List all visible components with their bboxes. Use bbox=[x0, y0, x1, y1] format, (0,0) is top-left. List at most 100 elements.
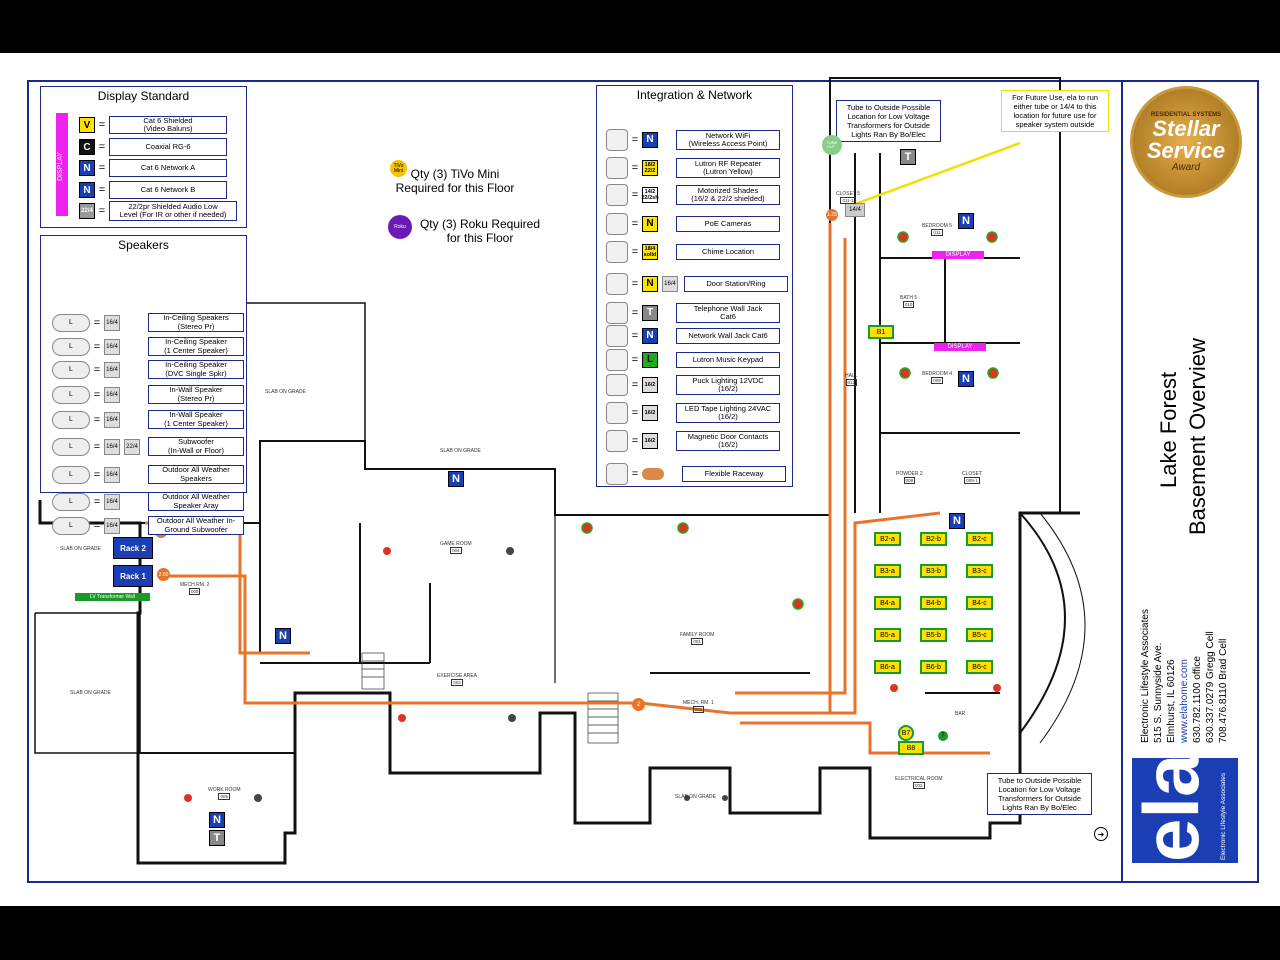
wall-slab-north bbox=[245, 302, 366, 441]
keypad-7: 7 bbox=[938, 731, 948, 741]
room-number: 005 bbox=[218, 793, 230, 800]
integration-icon bbox=[606, 402, 628, 424]
speaker-icon: L bbox=[52, 410, 90, 429]
lighting-zone: B5-c bbox=[966, 628, 993, 642]
tube-note-bottom: Tube to Outside Possible Location for Lo… bbox=[987, 773, 1092, 815]
cable-tag: 16/4 bbox=[104, 466, 120, 483]
equals-sign: = bbox=[631, 162, 639, 174]
project-name: Lake Forest bbox=[1156, 371, 1181, 488]
equals-sign: = bbox=[93, 440, 101, 453]
equals-sign: = bbox=[93, 363, 101, 376]
room-name: POWDER 2 bbox=[896, 471, 923, 477]
cable-symbol: N bbox=[642, 216, 658, 232]
sheet-title: Basement Overview bbox=[1185, 338, 1210, 535]
drawing-sheet: Display Standard DISPLAY Speakers Integr… bbox=[0, 53, 1280, 906]
rack-1: Rack 1 bbox=[113, 565, 153, 587]
equals-sign: = bbox=[631, 218, 639, 230]
display-side-label: DISPLAY bbox=[57, 151, 64, 181]
room-label: SLAB ON GRADE bbox=[440, 448, 481, 454]
display-symbol: N bbox=[79, 182, 95, 198]
telephone-jack-work: T bbox=[209, 830, 225, 846]
ceiling-speakers bbox=[184, 547, 1001, 802]
lighting-zone: B4-a bbox=[874, 596, 901, 610]
equals-sign: = bbox=[631, 354, 639, 366]
room-number: 003 bbox=[451, 679, 463, 686]
cable-symbol: 16/2 bbox=[642, 405, 658, 421]
integration-label: Network Wall Jack Cat6 bbox=[676, 328, 780, 344]
integration-icon bbox=[606, 463, 628, 485]
integration-label: Lutron Music Keypad bbox=[676, 352, 780, 368]
lighting-zone: B5-a bbox=[874, 628, 901, 642]
room-label: BAR bbox=[955, 711, 965, 717]
room-name: ELECTRICAL ROOM bbox=[895, 776, 943, 782]
display-standard-row: N=Cat 6 Network A bbox=[79, 159, 227, 177]
network-jack-bed4: N bbox=[958, 371, 974, 387]
lighting-zone: B2-c bbox=[966, 532, 993, 546]
speaker-label: Subwoofer (In-Wall or Floor) bbox=[148, 437, 244, 456]
room-name: HALL bbox=[845, 373, 858, 379]
speaker-label: In-Ceiling Speakers (Stereo Pr) bbox=[148, 313, 244, 332]
award-stellar: Stellar bbox=[1152, 115, 1220, 141]
cable-tag: 16/4 bbox=[104, 438, 120, 455]
tube-out-marker: TUBE OUT bbox=[822, 135, 842, 155]
lv-transformer-wall: LV Transformer Wall bbox=[75, 593, 150, 601]
speaker-label: Outdoor All Weather Speakers bbox=[148, 465, 244, 484]
yellow-leader bbox=[849, 141, 1021, 208]
legend-title: Display Standard bbox=[97, 89, 190, 103]
lighting-zone: B5-b bbox=[920, 628, 947, 642]
speaker-icon: L bbox=[52, 437, 90, 456]
room-name: BEDROOM 5 bbox=[922, 223, 953, 229]
speaker-l-letter: L bbox=[69, 343, 73, 350]
room-number: 010 bbox=[902, 301, 915, 308]
speaker-l-letter: L bbox=[69, 443, 73, 450]
sheet-border bbox=[27, 80, 1259, 883]
integration-label: Motorized Shades (16/2 & 22/2 shielded) bbox=[676, 185, 780, 205]
display-standard-label: Cat 6 Network B bbox=[109, 181, 227, 199]
cable-symbol: 14/2 22/2sh bbox=[641, 187, 659, 203]
room-name: SLAB ON GRADE bbox=[70, 690, 111, 696]
equals-sign: = bbox=[631, 379, 639, 391]
display-standard-label: Cat 6 Shielded (Video Baluns) bbox=[109, 116, 227, 134]
speaker-label: In-Ceiling Speaker (DVC Single Spkr) bbox=[148, 360, 244, 379]
room-name: BAR bbox=[955, 711, 966, 717]
award-service: Service bbox=[1146, 137, 1226, 163]
display-standard-label: Coaxial RG-6 bbox=[109, 138, 227, 156]
room-label: SLAB ON GRADE bbox=[675, 794, 716, 800]
title-block-divider bbox=[1121, 80, 1123, 883]
integration-label: Chime Location bbox=[676, 244, 780, 260]
network-jack-bed5: N bbox=[958, 213, 974, 229]
room-number: 002 bbox=[692, 706, 705, 713]
equals-sign: = bbox=[93, 340, 101, 353]
lighting-zone: B3-a bbox=[874, 564, 901, 578]
room-name: BATH 5 bbox=[900, 295, 918, 301]
lighting-zone: B2-a bbox=[874, 532, 901, 546]
display-standard-label: Cat 6 Network A bbox=[109, 159, 227, 177]
speaker-icon: L bbox=[52, 385, 90, 404]
room-name: SLAB ON GRADE bbox=[265, 389, 306, 395]
rack-2: Rack 2 bbox=[113, 537, 153, 559]
integration-row: =Flexible Raceway bbox=[606, 463, 786, 485]
room-number: 002 bbox=[913, 782, 925, 789]
equals-sign: = bbox=[93, 316, 101, 329]
room-name: CLOSET 5 bbox=[836, 191, 861, 197]
cable-symbol: 18/4 solid bbox=[642, 244, 658, 260]
cable-symbol: N bbox=[642, 328, 658, 344]
company-name: Electronic Lifestyle Associates bbox=[1140, 609, 1151, 743]
speaker-icon: L bbox=[52, 313, 90, 332]
equals-sign: = bbox=[631, 407, 639, 419]
equals-sign: = bbox=[631, 435, 639, 447]
